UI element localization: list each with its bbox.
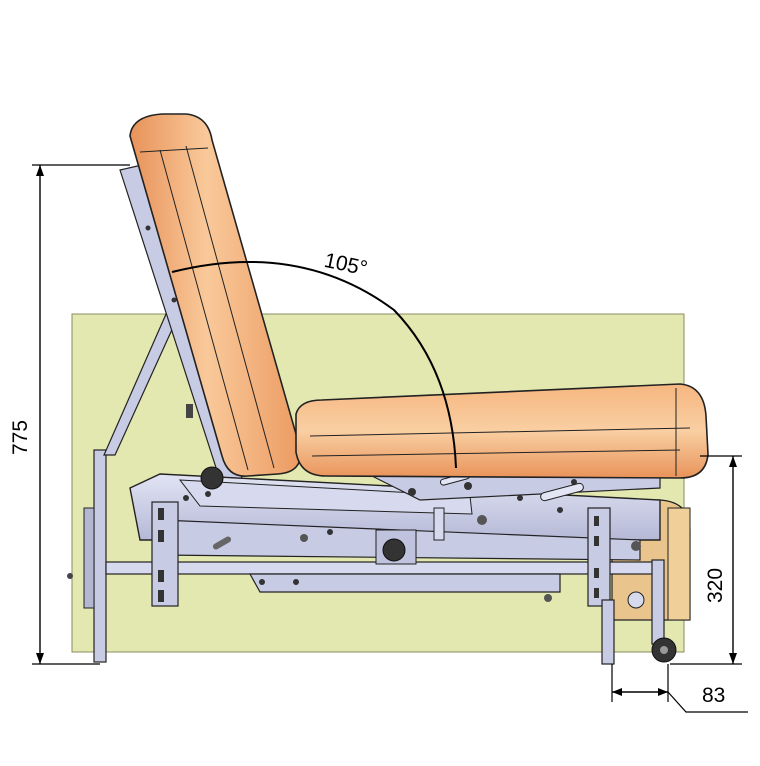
seat-height-label: 320	[704, 568, 727, 603]
wheel-offset-label: 83	[702, 684, 725, 707]
wheel-offset-dimension	[611, 664, 748, 713]
left-side-panel	[67, 449, 107, 663]
seat-height-dimension	[670, 455, 742, 665]
angle-arc	[171, 260, 457, 469]
left-bracket	[151, 501, 179, 607]
right-bracket	[587, 507, 615, 665]
front-caster-leg	[627, 559, 677, 663]
height-dimension	[32, 164, 130, 665]
height-label: 775	[9, 420, 32, 455]
seat-cushion	[295, 383, 709, 479]
rear-roller-wheel	[200, 466, 224, 490]
base-frame	[105, 465, 663, 602]
middle-roller-wheel	[382, 538, 406, 562]
